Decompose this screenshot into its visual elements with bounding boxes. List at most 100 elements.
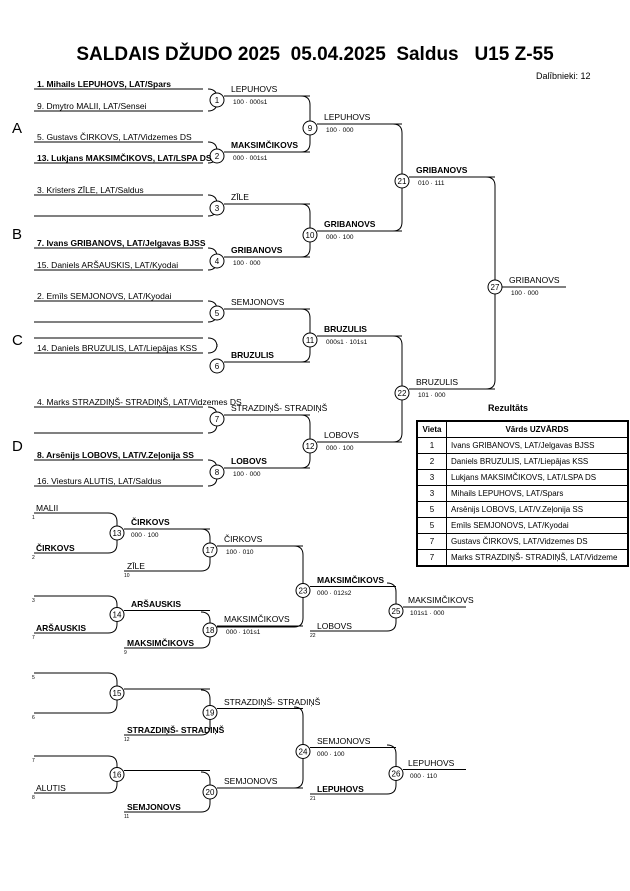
match-5 [209,305,225,321]
rep-17-bottom-seed: 10 [124,573,130,579]
rep-19-bottom-seed: 12 [124,737,130,743]
match-number: 24 [299,748,308,757]
match-21-score: 010 · 111 [418,180,445,187]
match-number: 7 [215,415,220,424]
results-name: Arsēnijs LOBOVS, LAT/V.Zeļonija SS [446,501,629,518]
r1-connector [207,337,218,354]
results-header-row: Vieta Vārds UZVĀRDS [416,420,629,438]
match-number: 14 [113,611,122,620]
rep-16-top-seed: 7 [32,758,35,764]
rep-26-bottom: LEPUHOVS [317,784,364,794]
match-8 [209,464,225,480]
match-2-score: 000 · 001s1 [233,155,268,162]
match-number: 21 [398,177,407,186]
results-name: Mihails LEPUHOVS, LAT/Spars [446,485,629,502]
results-name: Daniels BRUZULIS, LAT/Liepājas KSS [446,453,629,470]
match-number: 11 [306,336,315,345]
match-21-winner: GRIBANOVS [416,165,468,175]
rep-18-score: 000 · 101s1 [226,629,261,636]
entry-11: 8. Arsēnijs LOBOVS, LAT/V.Zeļonija SS [37,450,194,460]
rep-13-top: MALII [36,503,59,513]
results-name: Gustavs ČIRKOVS, LAT/Vidzemes DS [446,533,629,550]
match-16 [109,767,125,782]
entry-10: 4. Marks STRAZDIŅŠ- STRADIŅŠ, LAT/Vidzem… [37,397,242,407]
match-number: 25 [392,607,401,616]
results-name: Marks STRAZDIŅŠ- STRADIŅŠ, LAT/Vidzeme [446,549,629,567]
entry-6: 7. Ivans GRIBANOVS, LAT/Jelgavas BJSS [37,238,206,248]
rep-26-winner: LEPUHOVS [408,757,455,768]
results-place: 5 [416,501,447,518]
match-number: 13 [113,529,122,538]
match-7-winner: STRAZDIŅŠ- STRADIŅŠ [231,403,328,413]
match-22 [394,385,410,401]
match-22-score: 101 · 000 [418,392,446,399]
match-number: 3 [215,204,220,213]
rep-18-bottom: MAKSIMČIKOVS [127,638,195,648]
results-place: 2 [416,453,447,470]
match-2 [209,148,225,164]
match-1-score: 100 · 000s1 [233,99,268,106]
match-11-winner: BRUZULIS [324,324,367,334]
rep-17-score: 100 · 010 [226,549,254,556]
rep-19-winner: STRAZDIŅŠ- STRADIŅŠ [224,696,321,707]
match-number: 5 [215,309,220,318]
match-number: 16 [113,771,122,780]
group-d: D [12,438,23,455]
match-number: 4 [215,257,220,266]
match-12 [302,438,318,454]
match-number: 19 [206,709,215,718]
rep-17-bottom: ZĪLE [127,561,145,571]
rep-18-bottom-seed: 9 [124,650,127,656]
match-23 [295,583,311,598]
entry-2: 9. Dmytro MALII, LAT/Sensei [37,101,147,111]
match-3-winner: ZĪLE [231,192,249,202]
rep-20-bottom: SEMJONOVS [127,802,181,812]
match-number: 18 [206,626,215,635]
rep-13-top-seed: 1 [32,515,35,521]
match-number: 10 [306,231,315,240]
match-22-winner: BRUZULIS [416,377,459,387]
rep-15-bottom-seed: 6 [32,715,35,721]
match-12-winner: LOBOVS [324,430,359,440]
rep-20-bottom-seed: 11 [124,814,130,820]
match-13 [109,525,125,541]
rep-13-bottom-seed: 2 [32,555,35,561]
rep-14-winner: ARŠAUSKIS [131,598,182,609]
final-score: 100 · 000 [511,290,539,297]
match-6-winner: BRUZULIS [231,350,274,360]
rep-14-bottom: ARŠAUSKIS [36,623,87,633]
match-10 [302,227,318,243]
match-17 [202,542,218,558]
results-place: 3 [416,469,447,486]
results-col-place: Vieta [416,420,447,438]
results-place: 7 [416,533,447,550]
results-name: Lukjans MAKSIMČIKOVS, LAT/LSPA DS [446,469,629,486]
match-15 [109,685,125,701]
match-8-score: 100 · 000 [233,471,261,478]
match-number: 20 [206,788,215,797]
match-24 [295,744,311,759]
match-7 [209,411,225,427]
match-number: 1 [215,96,220,105]
page-title: SALDAIS DŽUDO 2025 05.04.2025 Saldus U15… [76,44,554,65]
match-number: 27 [491,283,500,292]
group-c: C [12,332,23,349]
match-4-score: 100 · 000 [233,260,261,267]
entry-8: 2. Emīls SEMJONOVS, LAT/Kyodai [37,291,172,301]
results-title: Rezultāts [488,403,529,413]
rep-25-winner: MAKSIMČIKOVS [408,595,474,605]
results-col-name: Vārds UZVĀRDS [446,420,629,438]
match-18 [202,622,218,638]
rep-13-bottom: ČIRKOVS [36,543,75,553]
results-place: 1 [416,437,447,454]
match-10-score: 000 · 100 [326,234,354,241]
rep-13-score: 000 · 100 [131,532,159,539]
